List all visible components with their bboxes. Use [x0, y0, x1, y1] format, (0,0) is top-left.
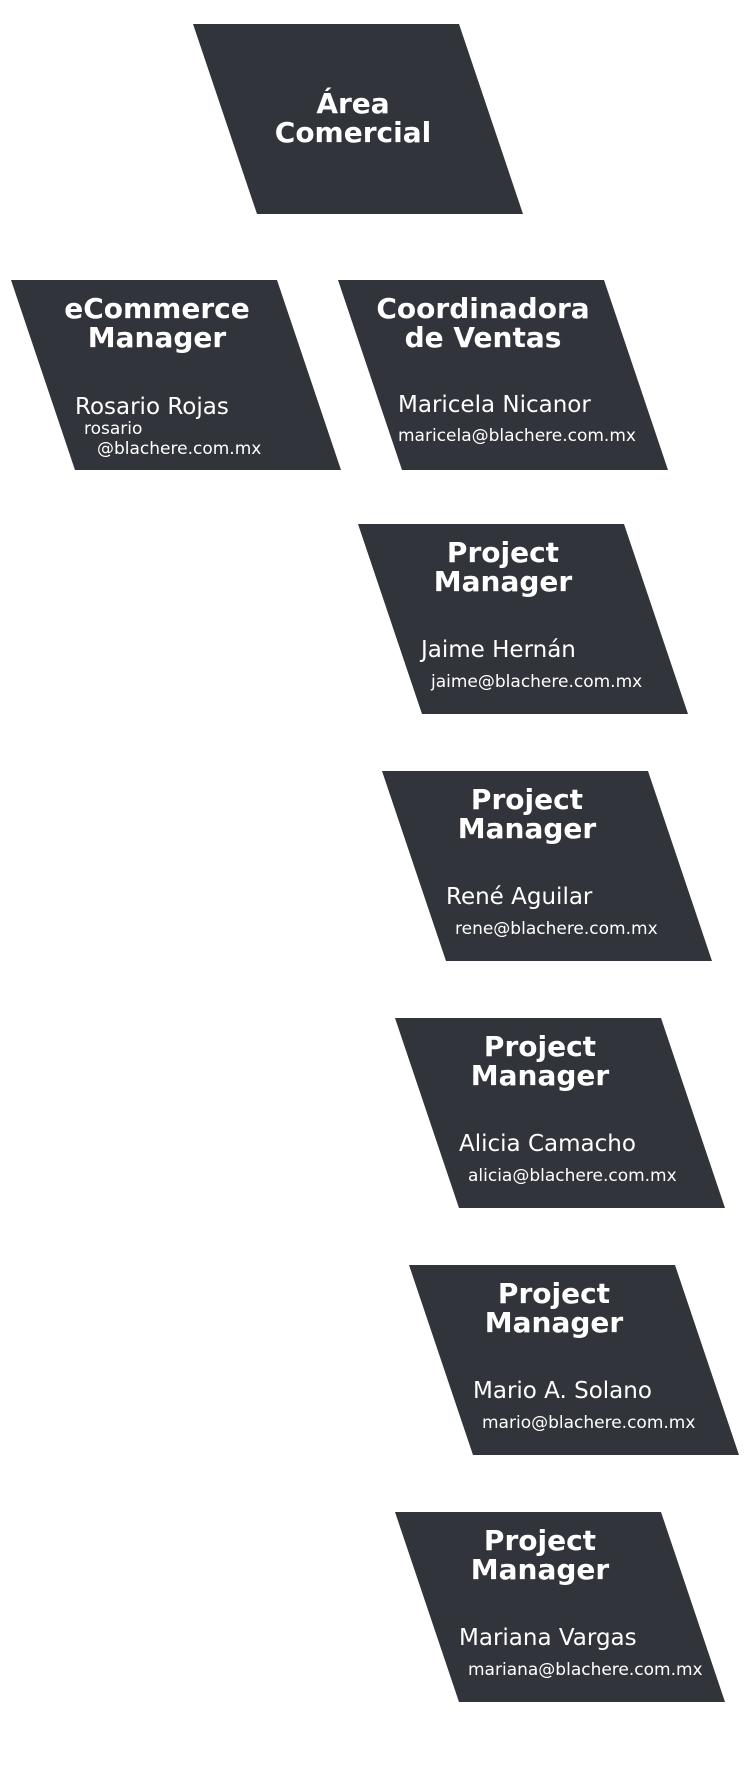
person-name: Mario A. Solano	[473, 1378, 652, 1404]
node-coordinadora-ventas-title: Coordinadora de Ventas	[363, 294, 603, 352]
node-project-manager-5	[395, 1512, 725, 1702]
node-project-manager-2-title: Project Manager	[427, 785, 627, 843]
node-project-manager-3-title: Project Manager	[440, 1032, 640, 1090]
person-email: mario@blachere.com.mx	[482, 1413, 696, 1433]
title-line-2: Manager	[457, 812, 597, 845]
title-line-1: Project	[446, 536, 560, 569]
title-line-2: Manager	[470, 1059, 610, 1092]
person-name: Alicia Camacho	[459, 1131, 636, 1157]
title-line-1: Project	[483, 1524, 597, 1557]
node-area-comercial-title: Área Comercial	[253, 89, 453, 147]
person-email: jaime@blachere.com.mx	[431, 672, 643, 692]
title-line-1: Project	[483, 1030, 597, 1063]
node-project-manager-1-title: Project Manager	[403, 538, 603, 596]
node-project-manager-4	[409, 1265, 739, 1455]
person-email: maricela@blachere.com.mx	[398, 426, 636, 446]
person-name: Mariana Vargas	[459, 1625, 637, 1651]
node-ecommerce-manager	[11, 280, 341, 470]
title-line-2: Manager	[433, 565, 573, 598]
person-email: alicia@blachere.com.mx	[468, 1166, 677, 1186]
node-project-manager-3	[395, 1018, 725, 1208]
title-line-1: eCommerce	[64, 292, 250, 325]
node-ecommerce-manager-title: eCommerce Manager	[57, 294, 257, 352]
node-project-manager-1	[358, 524, 688, 714]
person-name: René Aguilar	[446, 884, 593, 910]
node-coordinadora-ventas	[338, 280, 668, 470]
person-email: rene@blachere.com.mx	[455, 919, 658, 939]
person-email: mariana@blachere.com.mx	[468, 1660, 703, 1680]
title-line-2: Manager	[87, 321, 227, 354]
node-project-manager-2	[382, 771, 712, 961]
title-line-2: Manager	[484, 1306, 624, 1339]
person-email-line-2: @blachere.com.mx	[97, 439, 262, 459]
person-name: Rosario Rojas	[75, 394, 229, 420]
title-line-2: de Ventas	[404, 321, 562, 354]
node-area-comercial	[193, 24, 523, 214]
person-name: Jaime Hernán	[421, 637, 576, 663]
node-project-manager-5-title: Project Manager	[440, 1526, 640, 1584]
title-line-2: Manager	[470, 1553, 610, 1586]
title-line-1: Project	[470, 783, 584, 816]
person-name: Maricela Nicanor	[398, 392, 591, 418]
node-project-manager-4-title: Project Manager	[454, 1279, 654, 1337]
title-line-1: Project	[497, 1277, 611, 1310]
person-email-line-1: rosario	[84, 419, 143, 439]
title-line-2: Comercial	[274, 116, 432, 149]
title-line-1: Área	[316, 87, 390, 120]
title-line-1: Coordinadora	[376, 292, 590, 325]
